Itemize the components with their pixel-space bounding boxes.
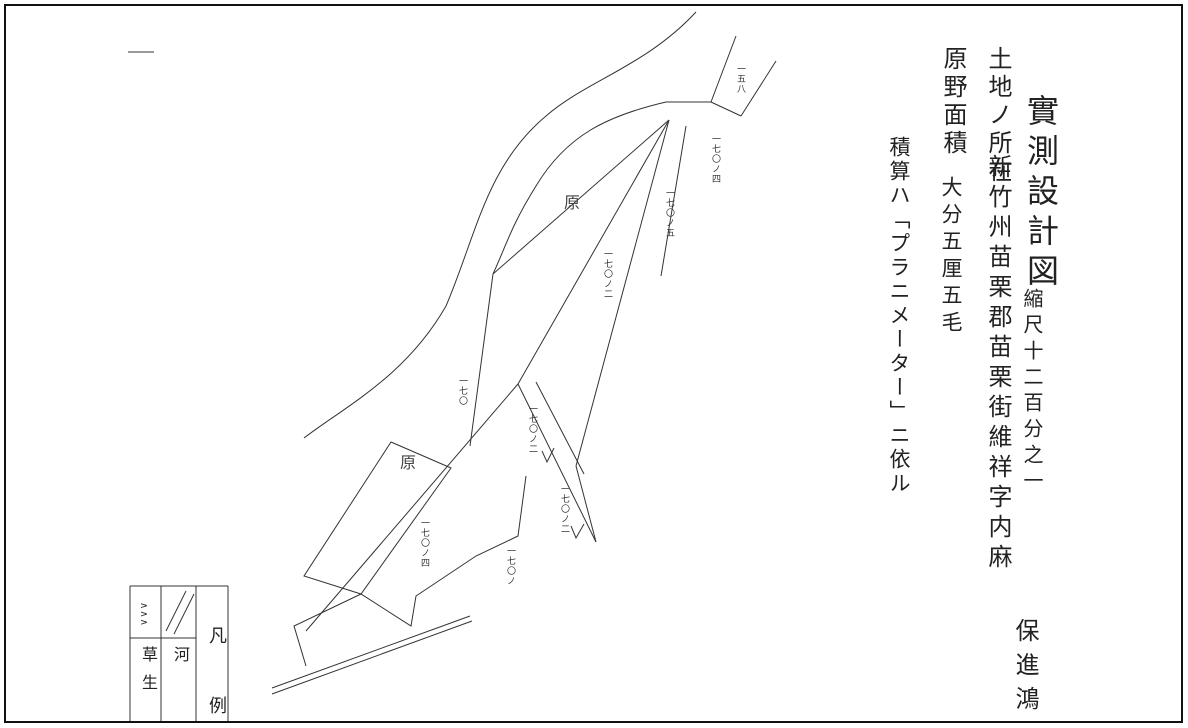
legend-grass-label: 草生 (139, 646, 158, 702)
document-title: 實測設計図 (1022, 94, 1060, 294)
survey-map (128, 11, 777, 721)
document-sheet: 一五八 一七〇ノ四 一七〇ノ五 一七〇ノ二 一七〇ノ二 一七〇ノ二 一七〇ノ四 … (4, 4, 1183, 723)
bottom-boundary (293, 475, 527, 667)
measure-label: 一七〇 (457, 376, 467, 406)
measure-label: 一七〇ノ四 (710, 134, 720, 184)
scale-text: 縮尺十二百分之一 (1020, 288, 1044, 496)
legend-river-label: 河 (171, 646, 190, 662)
measure-label: 一七〇ノ二 (602, 249, 612, 299)
parcel-label-upper: 原 (561, 194, 580, 210)
measure-label: 一五八 (735, 64, 745, 94)
river-bank-left (303, 11, 697, 439)
parcel-line-4 (469, 273, 494, 447)
parcel-line-3 (492, 119, 670, 275)
strip-top-base (710, 101, 742, 117)
measure-label: 一七〇ノ (505, 546, 515, 586)
check-mark-2 (570, 523, 585, 540)
measure-label: 一七〇ノ二 (527, 404, 537, 454)
location-label: 土地ノ所在 (984, 46, 1012, 186)
strip-top-left (710, 35, 737, 103)
legend-grass-symbol: ∧∧∧ (138, 602, 149, 627)
area-value: 大分五厘五毛 (939, 176, 963, 338)
measure-label: 一七〇ノ二 (559, 484, 569, 534)
river-bank-right (492, 101, 711, 275)
legend-mark-2: 例 (206, 696, 227, 714)
measure-label: 一七〇ノ五 (664, 188, 674, 238)
parcel-line-6 (305, 383, 519, 632)
road-line-2 (271, 620, 473, 695)
parcel-line-1 (660, 125, 687, 277)
measure-label: 一七〇ノ四 (419, 518, 429, 568)
parcel-label-lower: 原 (397, 454, 416, 470)
surveyor-name: 保進鴻 (1011, 618, 1039, 720)
strip-top-right (740, 60, 777, 117)
road-strip-mid (535, 381, 585, 475)
legend-table (129, 585, 229, 721)
calculation-note: 積算ハ「プラニメーター」ニ依ル (887, 136, 911, 496)
parcel-line-5 (517, 119, 670, 385)
legend-mark: 凡 (206, 626, 227, 644)
check-mark-1 (541, 447, 555, 464)
location-value: 新竹州苗栗郡苗栗街維祥字内麻 (984, 154, 1012, 574)
road-strip-end (575, 465, 597, 543)
area-label: 原野面積 (939, 46, 967, 158)
parcel-line-2 (575, 119, 670, 467)
road-strip-left (517, 383, 597, 543)
road-line-1 (271, 615, 471, 689)
